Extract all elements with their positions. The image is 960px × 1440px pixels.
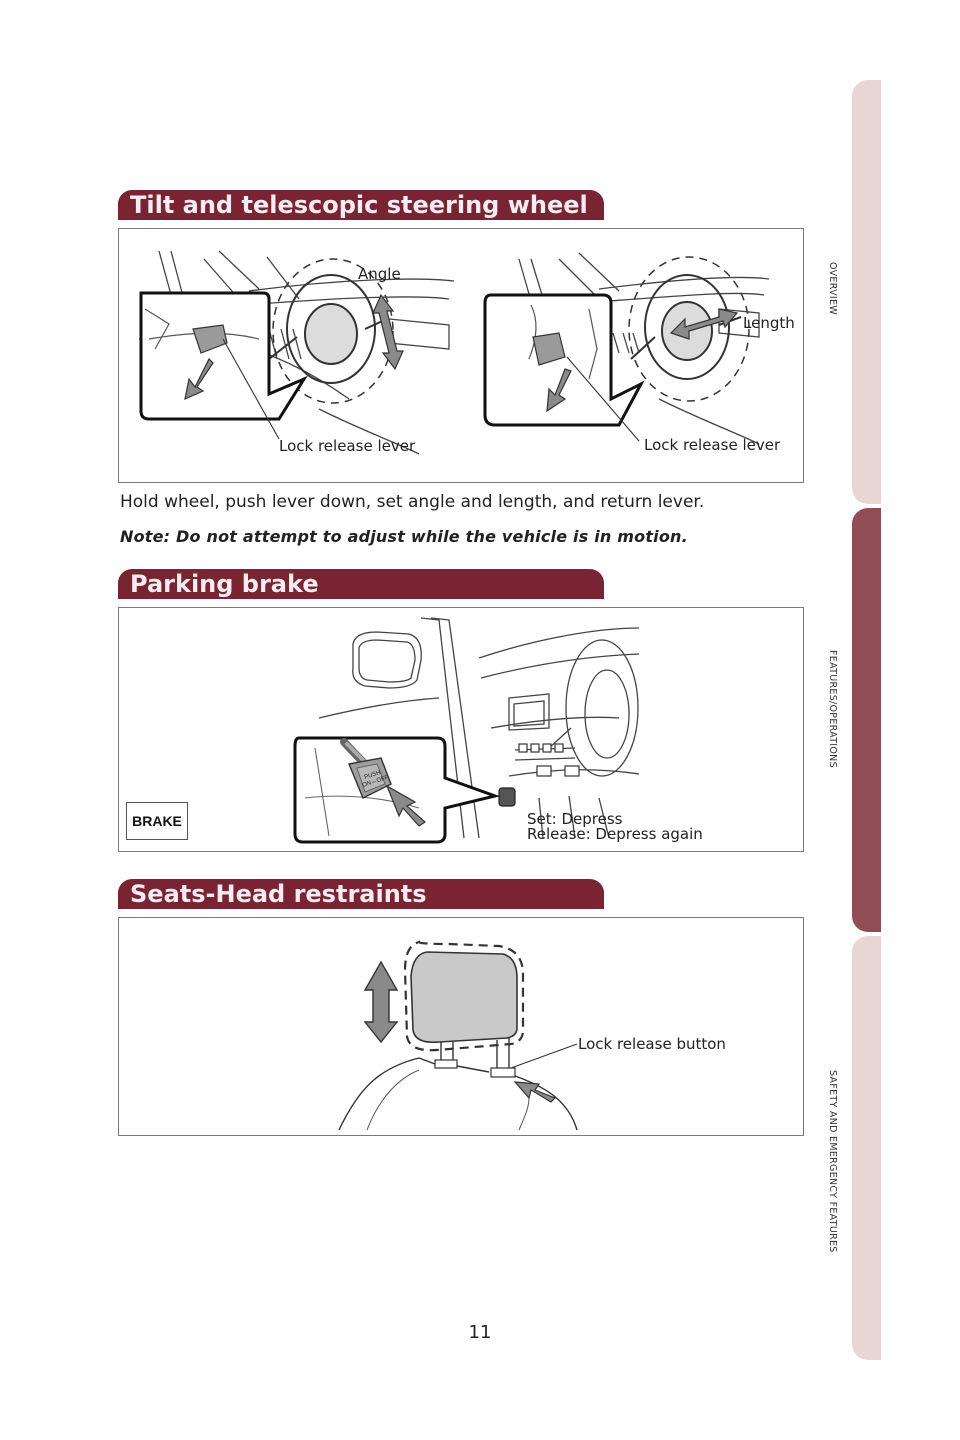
tilt-note: Note: Do not attempt to adjust while the… (120, 527, 688, 546)
side-tab-features-operations[interactable] (852, 508, 881, 932)
pedal-text-push: PUSH (364, 770, 382, 781)
label-lock-release-button: Lock release button (578, 1035, 726, 1053)
brake-badge: BRAKE (126, 802, 188, 840)
side-tab-safety-emergency[interactable] (852, 936, 881, 1360)
side-tab-overview[interactable] (852, 80, 881, 504)
section-title-seats-head-restraints: Seats-Head restraints (118, 879, 604, 909)
parking-brake-illustration: PUSH ON⇔OFF (293, 617, 640, 844)
tilt-illustration-panel: Angle Length Lock release lever Lock rel… (118, 228, 804, 483)
label-lock-release-lever-left: Lock release lever (279, 437, 416, 455)
label-angle: Angle (358, 265, 401, 283)
tilt-illustration (138, 250, 770, 455)
label-release-depress-again: Release: Depress again (527, 825, 703, 843)
head-restraint-illustration-panel: Lock release button (118, 917, 804, 1136)
label-length: Length (743, 314, 795, 332)
label-lock-release-lever-right: Lock release lever (644, 436, 781, 454)
page-number: 11 (468, 1322, 492, 1343)
section-title-parking-brake: Parking brake (118, 569, 604, 599)
section-title-tilt: Tilt and telescopic steering wheel (118, 190, 604, 220)
head-restraint-illustration (338, 940, 578, 1131)
parking-brake-illustration-panel: PUSH ON⇔OFF Set: Depress Release: Depres… (118, 607, 804, 852)
tilt-instruction: Hold wheel, push lever down, set angle a… (120, 492, 705, 512)
label-set-depress: Set: Depress (527, 810, 623, 828)
